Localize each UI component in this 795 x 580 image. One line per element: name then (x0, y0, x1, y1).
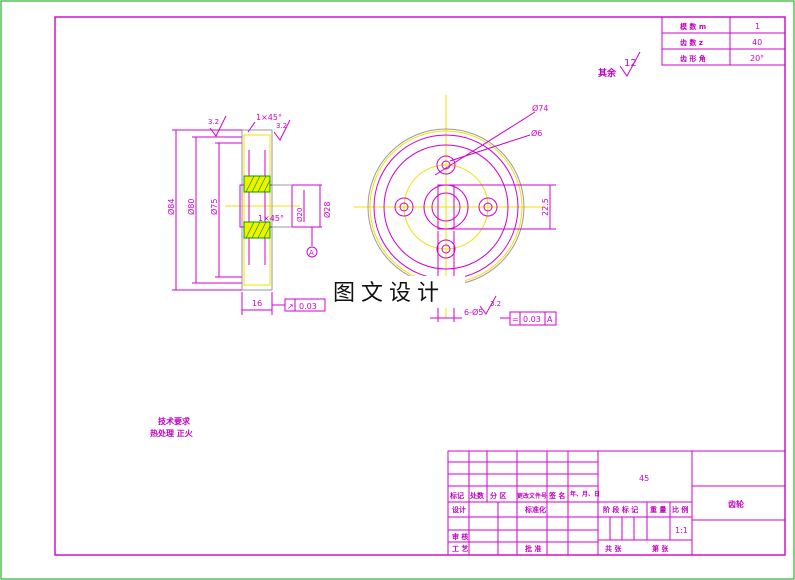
param-name-1: 模 数 m (680, 22, 706, 31)
roughness-1: 3.2 (208, 118, 219, 126)
tb-scale: 1:1 (675, 526, 688, 535)
datum-a-left: A (309, 249, 314, 257)
tb-label-std: 标准化 (524, 505, 546, 514)
dim-d74: Ø74 (532, 103, 548, 113)
tol-value-left: 0.03 (299, 302, 317, 311)
param-value-2: 40 (752, 38, 762, 47)
tb-label-total: 共 张 (605, 544, 622, 553)
dim-width-16: 16 (252, 299, 262, 308)
tb-label-sheet: 第 张 (652, 544, 669, 553)
dim-d80: Ø80 (186, 199, 196, 215)
tb-label-approve: 批 准 (525, 544, 541, 553)
tech-req-title: 技术要求 (158, 416, 191, 426)
watermark-text: 图文设计 (333, 281, 445, 306)
tol-datum-right: A (547, 315, 553, 324)
tb-label-check: 审 核 (452, 532, 468, 541)
tb-label-zone: 分 区 (490, 491, 506, 500)
inner-frame (54, 16, 786, 556)
tb-label-weight: 重 量 (650, 505, 666, 514)
tb-label-sign: 签 名 (548, 491, 565, 500)
tb-material: 45 (639, 474, 649, 483)
dim-d6: Ø6 (531, 128, 542, 138)
gear-section-view: Ø84 Ø80 Ø75 Ø20 Ø28 16 1×45° 1×45° 3.2 3… (166, 113, 332, 315)
tech-req-line: 热处理 正火 (150, 428, 194, 438)
dim-d20: Ø20 (296, 208, 304, 222)
dim-d75: Ø75 (209, 199, 219, 215)
tb-label-doc: 更改文件号 (517, 492, 547, 500)
dim-6-d5: 6-Ø5 (464, 307, 483, 317)
watermark-bg (327, 276, 465, 308)
tb-label-process: 工 艺 (452, 544, 468, 553)
dim-d84: Ø84 (166, 199, 176, 215)
tol-symbol-right: = (512, 315, 519, 324)
param-value-1: 1 (755, 22, 760, 31)
roughness-right: 3.2 (490, 300, 501, 308)
tol-value-right: 0.03 (523, 315, 541, 324)
dim-chamfer-top: 1×45° (256, 113, 282, 122)
params-table: 模 数 m 1 齿 数 z 40 齿 形 角 20° (661, 16, 786, 66)
tb-part-name: 齿轮 (728, 499, 744, 509)
dim-d28: Ø28 (322, 202, 332, 218)
title-block: 45 齿轮 1:1 标记 处数 分 区 更改文件号 签 名 年、月、日 设计 标… (447, 450, 786, 556)
param-name-3: 齿 形 角 (680, 54, 706, 63)
param-value-3: 20° (750, 54, 764, 63)
surface-note-label: 其余 (598, 67, 617, 79)
dim-22-5: 22.5 (541, 198, 550, 216)
tb-label-mark: 标记 (449, 491, 464, 500)
roughness-2: 3.2 (276, 122, 287, 130)
gear-front-view: Ø74 Ø6 22.5 6-Ø5 3.2 = 0.03 A (354, 95, 557, 326)
tb-label-stage: 阶 段 标 记 (603, 505, 638, 514)
tol-symbol-left: ↗ (287, 302, 294, 311)
tb-label-count: 处数 (469, 491, 485, 500)
tb-label-design: 设计 (452, 505, 466, 514)
tb-label-date: 年、月、日 (570, 490, 600, 498)
param-name-2: 齿 数 z (680, 38, 703, 47)
surface-note-value: 12 (624, 58, 637, 69)
dim-chamfer-mid: 1×45° (258, 214, 284, 223)
tb-label-scale: 比 例 (672, 505, 688, 514)
surface-roughness-note: 其余 12 (598, 51, 641, 79)
